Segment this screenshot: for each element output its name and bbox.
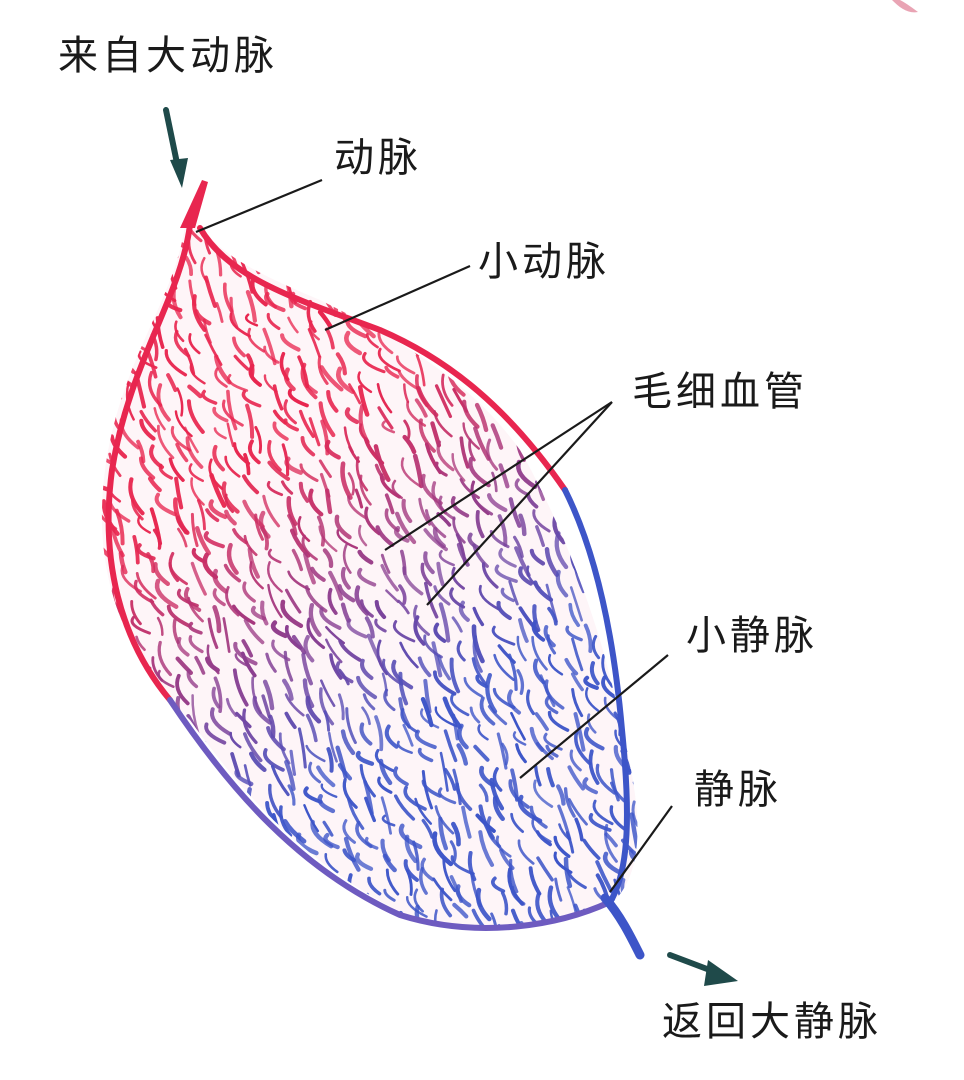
- leader-lines: [195, 178, 673, 893]
- label-artery: 动脉: [334, 135, 422, 181]
- arterial-outline-upper: [197, 225, 568, 493]
- artery-stem: [180, 180, 208, 228]
- leader-capillary-1: [384, 401, 613, 551]
- leader-artery: [195, 178, 323, 234]
- venous-outline-lower: [167, 697, 613, 931]
- label-to-vena-cava: 返回大静脉: [662, 999, 882, 1045]
- arterial-outline: [105, 222, 193, 703]
- label-capillary: 毛细血管: [632, 369, 808, 415]
- corner-mark: [892, 0, 918, 13]
- venous-outline: [562, 487, 630, 905]
- leader-vein: [609, 805, 673, 893]
- arrow-down-right-icon: [667, 952, 738, 986]
- leader-arteriole: [324, 264, 471, 332]
- leader-venule: [519, 654, 669, 779]
- label-vein: 静脉: [694, 767, 782, 813]
- vein-stem: [600, 893, 645, 960]
- label-from-aorta: 来自大动脉: [58, 33, 278, 79]
- arrow-down-icon: [163, 107, 188, 188]
- leader-capillary-2: [426, 401, 613, 606]
- label-venule: 小静脉: [686, 613, 818, 659]
- label-arteriole: 小动脉: [478, 239, 610, 285]
